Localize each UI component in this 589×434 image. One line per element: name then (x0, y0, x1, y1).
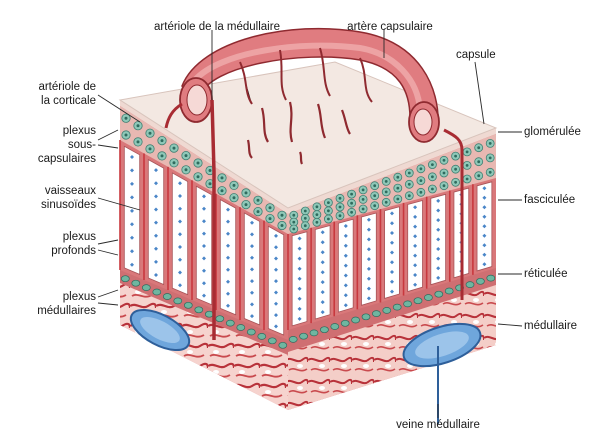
reticular-cell (445, 288, 453, 294)
reticular-cell (372, 311, 380, 317)
label-arteriole-corticale: artériole de la corticale (10, 80, 96, 108)
reticular-cell (466, 282, 474, 288)
label-arteriole-medullaire: artériole de la médullaire (142, 20, 292, 34)
reticular-cell (310, 330, 318, 336)
label-veine-medullaire: veine médullaire (380, 418, 496, 432)
label-medullaire: médullaire (524, 319, 577, 333)
reticular-cell (258, 333, 266, 339)
reticular-cell (153, 289, 161, 295)
reticular-cell (320, 327, 328, 333)
reticular-cell (476, 278, 484, 284)
reticular-cell (424, 295, 432, 301)
label-plexus-sous-line2: sous- (10, 138, 96, 152)
label-reticulee: réticulée (524, 267, 567, 281)
reticular-cell (393, 304, 401, 310)
reticular-cell (300, 333, 308, 339)
label-fasciculee: fasciculée (524, 193, 575, 207)
reticular-cell (289, 336, 297, 342)
reticular-cell (195, 307, 203, 313)
label-plexus-sous-line3: capsulaires (10, 152, 96, 166)
label-arteriole-corticale-line1: artériole de (10, 80, 96, 94)
reticular-cell (362, 314, 370, 320)
reticular-cell (121, 276, 129, 282)
reticular-cell (331, 324, 339, 330)
label-plexus-profonds-line1: plexus (10, 230, 96, 244)
label-plexus-medullaires: plexus médullaires (10, 290, 96, 318)
label-plexus-sous-line1: plexus (10, 124, 96, 138)
label-plexus-profonds: plexus profonds (10, 230, 96, 258)
label-plexus-sous-capsulaires: plexus sous- capsulaires (10, 124, 96, 166)
reticular-cell (174, 298, 182, 304)
reticular-cell (142, 285, 150, 291)
reticular-cell (341, 320, 349, 326)
reticular-cell (414, 298, 422, 304)
label-plexus-medullaires-line1: plexus (10, 290, 96, 304)
label-capsule: capsule (456, 48, 496, 62)
reticular-cell (247, 329, 255, 335)
reticular-cell (279, 342, 287, 348)
medullary-arteriole (212, 100, 214, 340)
reticular-cell (268, 338, 276, 344)
label-plexus-medullaires-line2: médullaires (10, 304, 96, 318)
reticular-cell (435, 291, 443, 297)
reticular-cell (132, 280, 140, 286)
label-vaisseaux-sinusoides: vaisseaux sinusoïdes (10, 184, 96, 212)
reticular-cell (352, 317, 360, 323)
label-plexus-profonds-line2: profonds (10, 244, 96, 258)
reticular-cell (205, 311, 213, 317)
reticular-cell (404, 301, 412, 307)
label-vaisseaux-line1: vaisseaux (10, 184, 96, 198)
reticular-cell (383, 307, 391, 313)
label-artere-capsulaire: artère capsulaire (340, 20, 440, 34)
reticular-cell (487, 275, 495, 281)
reticular-cell (184, 302, 192, 308)
label-arteriole-corticale-line2: la corticale (10, 94, 96, 108)
reticular-cell (226, 320, 234, 326)
reticular-cell (216, 316, 224, 322)
label-glomerulee: glomérulée (524, 125, 581, 139)
reticular-cell (237, 325, 245, 331)
reticular-cell (163, 294, 171, 300)
label-vaisseaux-line2: sinusoïdes (10, 198, 96, 212)
